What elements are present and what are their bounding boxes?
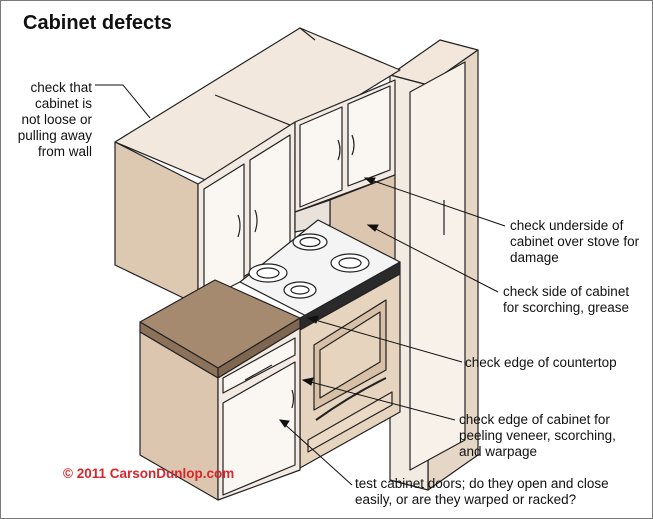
upper-right-door-2 bbox=[347, 85, 391, 187]
leader-countertop bbox=[307, 317, 463, 363]
upper-cabinets-top bbox=[114, 27, 401, 185]
leader-side bbox=[367, 224, 499, 293]
callout-underside: check underside of cabinet over stove fo… bbox=[510, 218, 640, 265]
burner-3 bbox=[248, 263, 288, 283]
callout-doors: test cabinet doors; do they open and clo… bbox=[355, 476, 609, 507]
copyright-notice: © 2011 CarsonDunlop.com bbox=[63, 466, 235, 481]
callout-countertop: check edge of countertop bbox=[465, 355, 617, 370]
burner-4 bbox=[283, 281, 317, 299]
leader-doors bbox=[279, 419, 353, 486]
callout-side: check side of cabinet for scorching, gre… bbox=[503, 284, 630, 315]
callout-edge: check edge of cabinet for peeling veneer… bbox=[459, 412, 616, 459]
upper-right-door-1 bbox=[299, 106, 343, 208]
base-door bbox=[222, 361, 296, 496]
burner-2 bbox=[330, 253, 370, 273]
stove-drawer bbox=[307, 391, 393, 453]
leader-loose bbox=[95, 84, 151, 119]
pantry-door bbox=[409, 61, 466, 471]
leader-underside bbox=[364, 177, 506, 227]
base-drawer bbox=[222, 337, 296, 394]
burner-1 bbox=[292, 233, 328, 251]
callout-loose: check that cabinet is not loose or pulli… bbox=[17, 80, 92, 159]
leader-edge bbox=[302, 379, 456, 421]
diagram-title: Cabinet defects bbox=[23, 12, 172, 34]
